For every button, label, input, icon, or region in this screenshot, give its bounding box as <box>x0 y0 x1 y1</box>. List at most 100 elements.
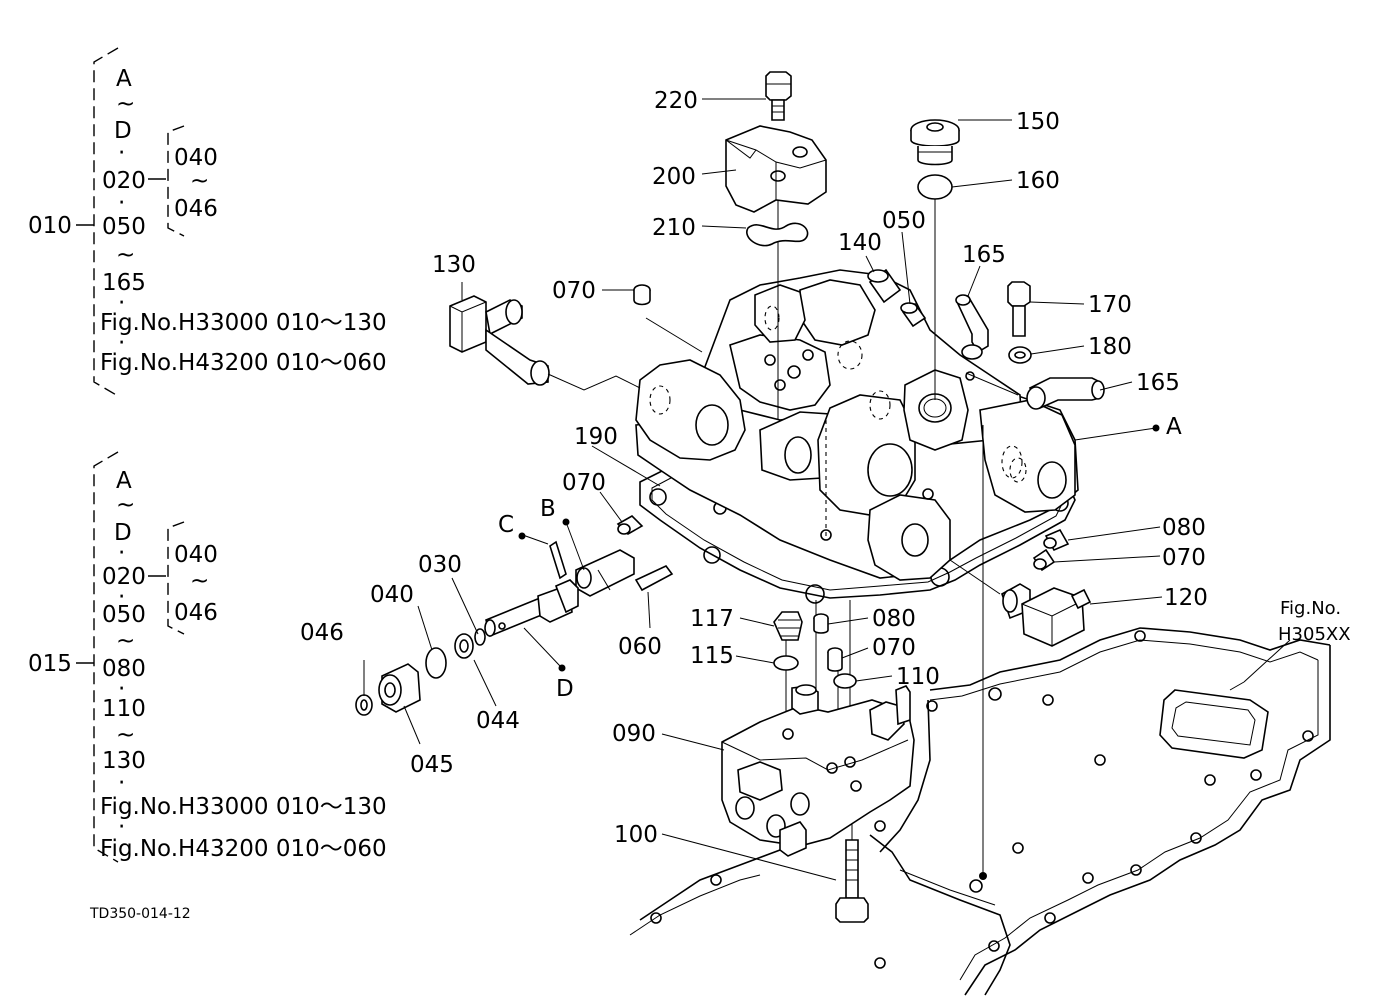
legend-010-row: A <box>116 66 132 92</box>
callout-120: 120 <box>1164 585 1208 611</box>
plug-070-left <box>616 515 644 535</box>
o-ring-110 <box>833 673 857 689</box>
legend-015-row: 110 <box>102 696 146 722</box>
legend-015-fig-ref: Fig.No.H33000 010～130 <box>100 794 387 820</box>
legend-015-row: 050 <box>102 602 146 628</box>
legend-015-row: · <box>118 676 125 702</box>
callout-180: 180 <box>1088 334 1132 360</box>
legend-015-bracket <box>93 451 119 863</box>
bolt-170 <box>1007 281 1031 337</box>
bolt-100 <box>835 839 869 923</box>
legend-010-sub-bracket <box>167 125 185 237</box>
transmission-plate: Fig.No. H305XX <box>629 598 1351 996</box>
legend-010-row: 020 <box>102 168 146 194</box>
callout-B: B <box>540 496 556 522</box>
filter-117 <box>773 611 803 641</box>
fitting-130 <box>449 295 550 386</box>
legend-015-sub: 046 <box>174 600 218 626</box>
pipe-165-right <box>1026 377 1105 410</box>
callout-117: 117 <box>690 606 734 632</box>
o-ring-210 <box>746 222 809 247</box>
legend-010-group: 010 <box>28 213 72 239</box>
cap-045 <box>378 663 421 713</box>
callout-130: 130 <box>432 252 476 278</box>
callout-190: 190 <box>574 424 618 450</box>
legend-015-sub-bracket <box>167 521 185 635</box>
cover-200 <box>725 125 827 213</box>
callout-165: 165 <box>1136 370 1180 396</box>
spool-shaft <box>484 579 579 638</box>
callout-090: 090 <box>612 721 656 747</box>
pipe-165-top <box>955 294 989 360</box>
legend-010-row: · <box>118 330 125 356</box>
callout-115: 115 <box>690 643 734 669</box>
callout-070: 070 <box>562 470 606 496</box>
callout-150: 150 <box>1016 109 1060 135</box>
callout-A: A <box>1166 414 1182 440</box>
legend-010-row: ~ <box>116 91 135 117</box>
legend-015-row: 020 <box>102 564 146 590</box>
callout-100: 100 <box>614 822 658 848</box>
callout-080: 080 <box>872 606 916 632</box>
legend-015-row: ~ <box>116 628 135 654</box>
legend-015-row: D <box>114 520 132 546</box>
washer-044 <box>454 633 474 659</box>
legend-010-row: 165 <box>102 270 146 296</box>
valve-body <box>635 269 1079 604</box>
bolt-220 <box>765 71 792 121</box>
legend-010-sub: 040 <box>174 145 218 171</box>
plug-080-right <box>1043 528 1070 552</box>
legend-015-fig-ref: Fig.No.H43200 010～060 <box>100 836 387 862</box>
drawing-code: TD350-014-12 <box>89 906 191 922</box>
legend-010-row: · <box>118 190 125 216</box>
legend-015-group: 015 <box>28 651 72 677</box>
callout-060: 060 <box>618 634 662 660</box>
legend-010-row: · <box>118 290 125 316</box>
callout-046: 046 <box>300 620 344 646</box>
o-ring-040 <box>425 647 447 679</box>
legend-015-row: 130 <box>102 748 146 774</box>
plug-140 <box>867 268 902 304</box>
legend-010-row: ~ <box>116 242 135 268</box>
plug-070-center <box>827 647 843 672</box>
plug-080-center <box>813 613 829 634</box>
legend-010-bracket <box>93 47 119 397</box>
legend-010-sub: ~ <box>190 168 209 194</box>
callout-070: 070 <box>1162 545 1206 571</box>
callout-200: 200 <box>652 164 696 190</box>
callout-044: 044 <box>476 708 520 734</box>
callout-110: 110 <box>896 664 940 690</box>
legend-015-row: A <box>116 468 132 494</box>
callout-070: 070 <box>552 278 596 304</box>
elbow-120 <box>1001 583 1092 647</box>
callout-220: 220 <box>654 88 698 114</box>
legend-015-sub: 040 <box>174 542 218 568</box>
callouts: 220 200 210 150 160 140 050 165 170 180 … <box>300 88 1208 848</box>
washer-180 <box>1008 346 1032 364</box>
legend-015-row: · <box>118 540 125 566</box>
callout-210: 210 <box>652 215 696 241</box>
legend-015-row: · <box>118 814 125 840</box>
callout-030: 030 <box>418 552 462 578</box>
callout-080: 080 <box>1162 515 1206 541</box>
callout-170: 170 <box>1088 292 1132 318</box>
legend-015-row: ~ <box>116 492 135 518</box>
callout-D: D <box>556 676 574 702</box>
legend-010-fig-ref: Fig.No.H33000 010～130 <box>100 310 387 336</box>
legend-015-row: ~ <box>116 722 135 748</box>
legend-010-row: · <box>118 140 125 166</box>
o-ring-115 <box>773 655 799 671</box>
legend-010: 010 A ~ D · 020 · 050 ~ 165 · Fig.No.H33… <box>28 47 387 397</box>
callout-140: 140 <box>838 230 882 256</box>
callout-C: C <box>498 512 514 538</box>
legend-015-sub: ~ <box>190 568 209 594</box>
plug-150 <box>910 119 960 166</box>
callout-070: 070 <box>872 635 916 661</box>
callout-050: 050 <box>882 208 926 234</box>
legend-010-row: D <box>114 118 132 144</box>
callout-165: 165 <box>962 242 1006 268</box>
pin-c <box>549 540 567 580</box>
legend-015-row: · <box>118 584 125 610</box>
sleeve-b <box>575 549 635 597</box>
nut-046 <box>355 694 373 716</box>
